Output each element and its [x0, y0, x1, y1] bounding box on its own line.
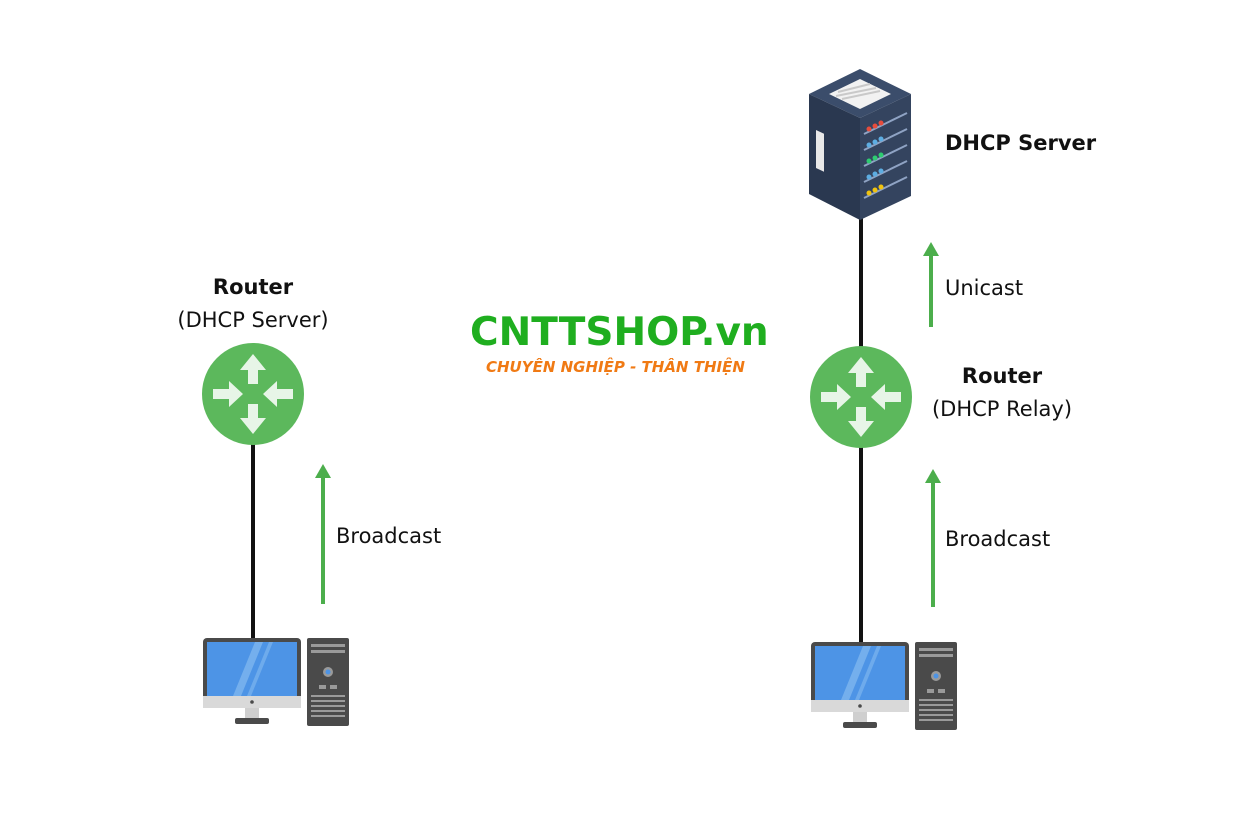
right-broadcast-label: Broadcast [945, 527, 1051, 551]
logo-tagline: CHUYÊN NGHIỆP - THÂN THIỆN [486, 358, 745, 376]
left-router-icon [202, 343, 304, 445]
logo-text: CNTTSHOP.vn [470, 310, 769, 355]
right-router-subtitle: (DHCP Relay) [931, 397, 1073, 421]
dhcp-server-title: DHCP Server [945, 131, 1097, 155]
right-unicast-label: Unicast [945, 276, 1024, 300]
left-broadcast-label: Broadcast [336, 524, 442, 548]
right-router-title: Router [961, 364, 1043, 388]
right-broadcast-arrow [925, 469, 941, 607]
left-router-title: Router [212, 275, 294, 299]
right-router-icon [810, 346, 912, 448]
left-computer-icon [203, 638, 349, 726]
cnttshop-logo: CNTTSHOP.vn CHUYÊN NGHIỆP - THÂN THIỆN [470, 310, 769, 376]
dhcp-server-icon [809, 69, 911, 220]
right-unicast-arrow [923, 242, 939, 327]
left-router-subtitle: (DHCP Server) [177, 308, 329, 332]
left-broadcast-arrow [315, 464, 331, 604]
right-computer-icon [811, 642, 957, 730]
